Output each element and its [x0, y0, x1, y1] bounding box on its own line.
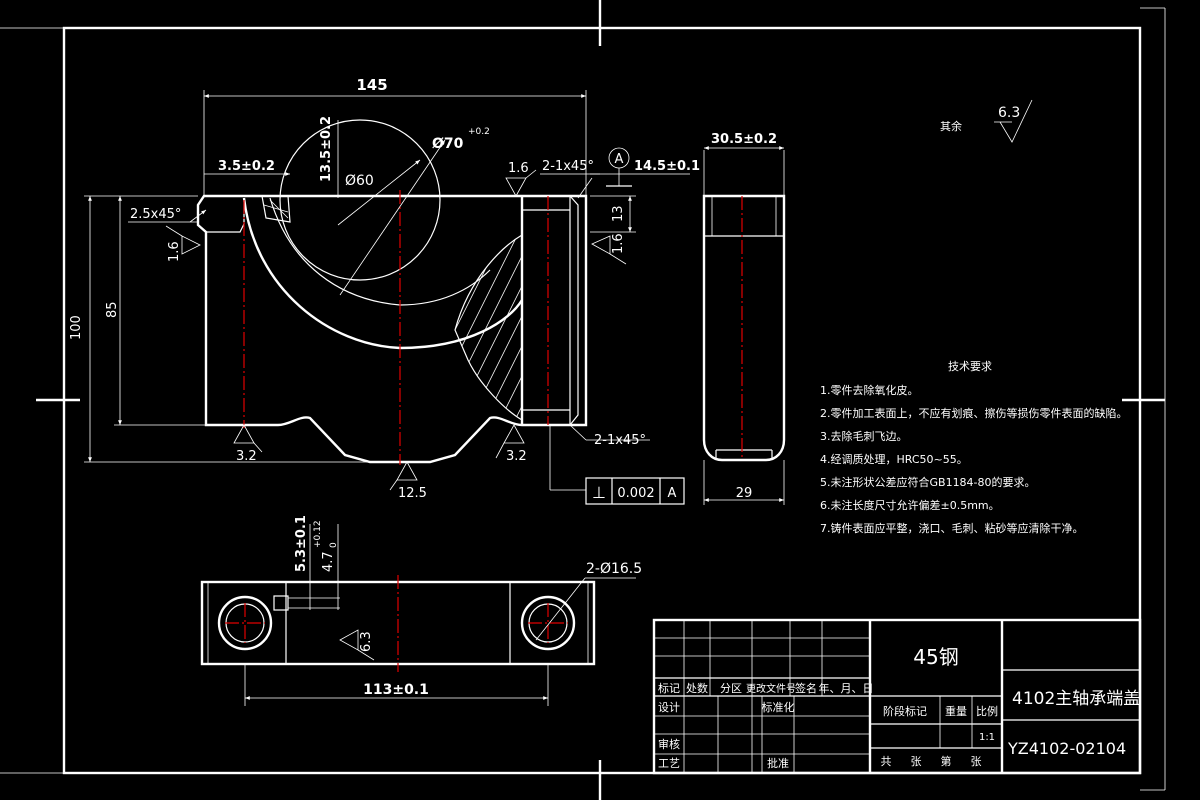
dim-spacing: 113±0.1	[363, 682, 429, 698]
sheet-frame	[0, 0, 1166, 800]
tb-scale-value: 1:1	[979, 732, 995, 743]
dim-left-offset: 3.5±0.2	[218, 159, 275, 174]
rough-bottom-right: 3.2	[506, 449, 527, 464]
dim-slot-width-tol: +0.12	[313, 520, 323, 548]
tech-requirements: 技术要求 1.零件去除氧化皮。 2.零件加工表面上，不应有划痕、擦伤等损伤零件表…	[820, 360, 1128, 535]
rough-left: 1.6	[167, 241, 182, 262]
tb-process: 工艺	[658, 757, 680, 770]
tech-item: 7.铸件表面应平整，浇口、毛刺、粘砂等应清除干净。	[820, 521, 1084, 535]
dim-side-bottom: 29	[736, 486, 753, 501]
dim-side-top: 30.5±0.2	[711, 132, 777, 147]
dim-slot-depth: 5.3±0.1	[294, 515, 309, 572]
rough-top-view: 6.3	[359, 631, 374, 652]
tb-part-name: 4102主轴承端盖	[1012, 689, 1140, 709]
dim-arc: Ø70	[432, 136, 464, 152]
geometric-tolerance-frame: ⊥ 0.002 A	[585, 477, 685, 505]
tb-sheets: 张	[911, 755, 922, 768]
tb-col-label: 签名	[795, 681, 817, 695]
roughness-note-value: 6.3	[998, 105, 1020, 121]
tb-sheets: 共	[881, 755, 892, 768]
tb-col-label: 年、月、日	[819, 681, 874, 695]
dim-chamfer-right-top: 2-1x45°	[542, 159, 594, 174]
rough-top-right: 1.6	[508, 161, 529, 176]
datum-label: A	[615, 152, 624, 167]
hole-right	[520, 595, 576, 651]
top-view: 2-Ø16.5 5.3±0.1 4.7 +0.12 0 6.3 113±0.1	[200, 515, 642, 706]
dim-total-height: 100	[69, 315, 84, 340]
dim-arc-sup: +0.2	[468, 127, 490, 137]
roughness-note: 其余 6.3	[940, 99, 1033, 143]
front-view-outline	[196, 194, 588, 464]
tech-item: 6.未注长度尺寸允许偏差±0.5mm。	[820, 498, 1000, 512]
side-view: 30.5±0.2 29	[702, 132, 786, 505]
tolerance-value: 0.002	[617, 486, 654, 501]
rough-bottom-center: 12.5	[398, 486, 427, 501]
dim-chamfer-right-bottom: 2-1x45°	[594, 433, 646, 448]
dim-bore-dia: Ø60	[345, 173, 374, 189]
tb-stage-mark: 阶段标记	[883, 704, 927, 718]
tb-material: 45钢	[913, 645, 958, 669]
rough-bottom-left: 3.2	[236, 449, 257, 464]
tb-col-label: 更改文件号	[746, 682, 796, 695]
tb-design: 设计	[658, 701, 680, 714]
tech-item: 2.零件加工表面上，不应有划痕、擦伤等损伤零件表面的缺陷。	[820, 406, 1128, 420]
tech-item: 3.去除毛刺飞边。	[820, 429, 908, 443]
tb-drawing-no: YZ4102-02104	[1007, 739, 1126, 758]
front-view: 145 3.5±0.2 13.5±0.2 Ø60 Ø70 +0.2 2.5x45…	[69, 76, 700, 501]
tb-col-label: 标记	[658, 681, 680, 695]
dim-datum-offset: 14.5±0.1	[634, 159, 700, 174]
tb-col-label: 处数	[686, 682, 708, 695]
roughness-note-label: 其余	[940, 119, 962, 133]
hole-left	[217, 595, 273, 651]
dim-slot-width: 4.7	[321, 551, 336, 572]
tb-sheets: 张	[971, 755, 982, 768]
bore-detail-circle	[279, 119, 441, 281]
dim-overall-width: 145	[356, 76, 387, 94]
title-block: 标记 处数 分区 更改文件号 签名 年、月、日 设计 标准化 审核 工艺 批准 …	[652, 618, 1142, 775]
dim-slot-width-tol-lower: 0	[329, 542, 339, 548]
tb-approve: 批准	[767, 756, 789, 770]
tech-item: 1.零件去除氧化皮。	[820, 383, 919, 397]
tolerance-symbol: ⊥	[592, 483, 606, 502]
dim-bore-depth: 13.5±0.2	[319, 116, 334, 182]
tech-title: 技术要求	[948, 360, 992, 373]
tb-review: 审核	[658, 737, 680, 751]
tech-item: 5.未注形状公差应符合GB1184-80的要求。	[820, 475, 1036, 489]
tolerance-datum: A	[668, 486, 677, 501]
tb-scale: 比例	[976, 704, 998, 718]
tb-standardize: 标准化	[762, 700, 795, 714]
dim-chamfer-left: 2.5x45°	[130, 207, 181, 222]
tb-weight: 重量	[945, 704, 967, 718]
tb-col-label: 分区	[720, 682, 742, 695]
dim-right-top: 13	[611, 205, 626, 222]
dim-inner-height: 85	[105, 301, 120, 318]
dim-holes: 2-Ø16.5	[586, 561, 642, 577]
rough-right-side: 1.6	[611, 233, 626, 254]
tech-item: 4.经调质处理，HRC50~55。	[820, 453, 968, 466]
tb-sheets: 第	[941, 754, 952, 768]
